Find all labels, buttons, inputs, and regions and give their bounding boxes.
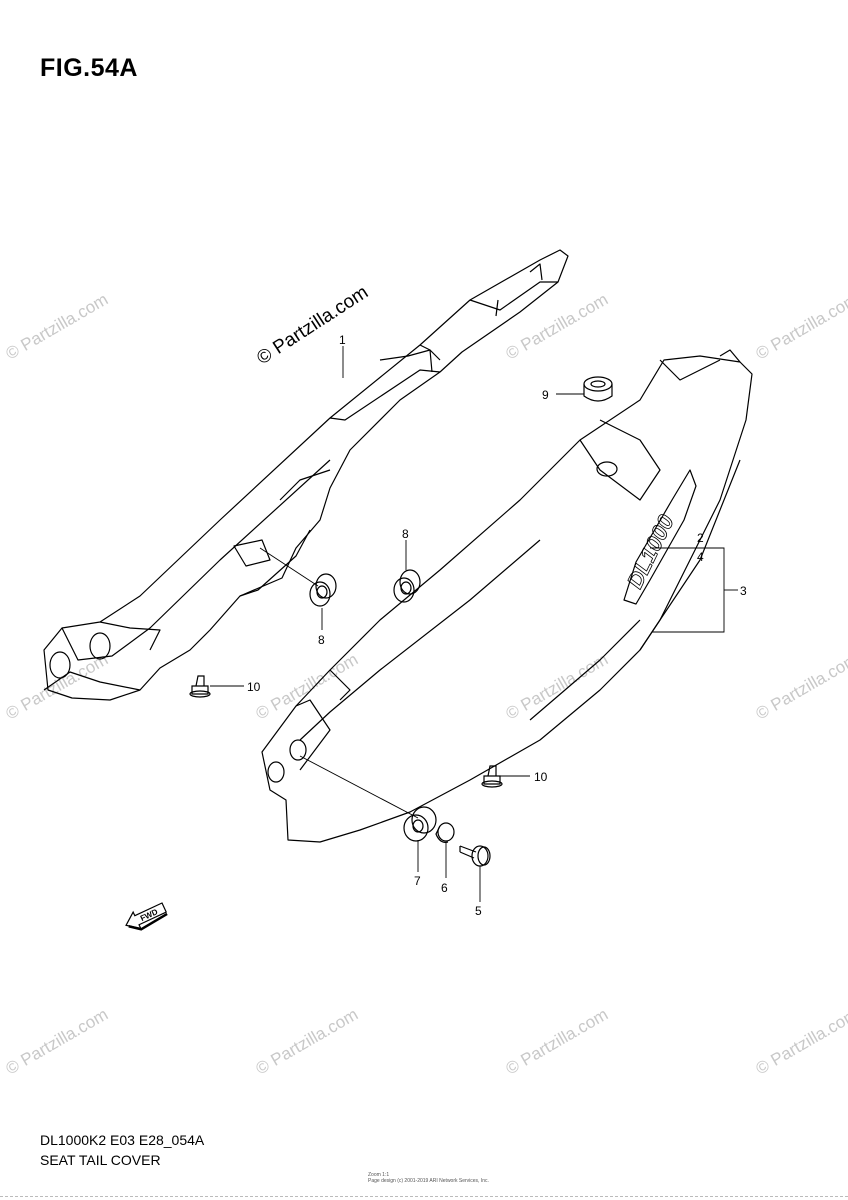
- callout-4: 4: [697, 550, 704, 564]
- callout-9: 9: [542, 388, 549, 402]
- watermark-text-main: © Partzilla.com: [253, 282, 372, 369]
- watermark-text: © Partzilla.com: [253, 1005, 362, 1079]
- leader-lines: [210, 346, 738, 902]
- watermark-text: © Partzilla.com: [503, 650, 612, 724]
- part-8-grommet: [393, 569, 421, 603]
- page-credit-copyright: Page design (c) 2001-2019 ARI Network Se…: [368, 1178, 489, 1184]
- part-10-clip: [189, 675, 211, 698]
- callout-7: 7: [414, 874, 421, 888]
- fwd-arrow-icon: FWD: [125, 902, 168, 931]
- part-5-bolt: [459, 845, 491, 867]
- part-8-grommet: [309, 573, 337, 607]
- callout-10-right: 10: [534, 770, 548, 784]
- part-7-grommet: [403, 806, 437, 842]
- callout-6: 6: [441, 881, 448, 895]
- watermarks: © Partzilla.com © Partzilla.com © Partzi…: [3, 282, 848, 1079]
- callout-1: 1: [339, 333, 346, 347]
- callout-10-left: 10: [247, 680, 261, 694]
- part-3-seat-tail-cover: DL1000: [261, 349, 753, 843]
- part-10-clip: [481, 765, 503, 788]
- page-credit-zoom: Zoom 1:1: [368, 1172, 390, 1178]
- part-1-seat-rail: [43, 249, 569, 701]
- page-border: [0, 1196, 848, 1197]
- page-credit: Zoom 1:1 Page design (c) 2001-2019 ARI N…: [368, 1172, 489, 1184]
- watermark-text: © Partzilla.com: [753, 290, 848, 364]
- watermark-text: © Partzilla.com: [503, 290, 612, 364]
- callout-3: 3: [740, 584, 747, 598]
- watermark-text: © Partzilla.com: [753, 650, 848, 724]
- figure-title: FIG.54A: [40, 54, 138, 82]
- part-6-collar: [435, 822, 455, 843]
- callout-5: 5: [475, 904, 482, 918]
- watermark-text: © Partzilla.com: [3, 650, 112, 724]
- diagram-name: SEAT TAIL COVER: [40, 1152, 161, 1168]
- callout-labels: 1 2 3 4 5 6 7 8 8 9 10 10: [247, 333, 747, 918]
- hardware-parts: [189, 376, 613, 867]
- diagram-code: DL1000K2 E03 E28_054A: [40, 1132, 205, 1148]
- callout-8-lower: 8: [318, 633, 325, 647]
- watermark-text: © Partzilla.com: [753, 1005, 848, 1079]
- callout-8-upper: 8: [402, 527, 409, 541]
- watermark-text: © Partzilla.com: [3, 290, 112, 364]
- part-9-grommet: [583, 376, 613, 402]
- callout-2: 2: [697, 531, 704, 545]
- watermark-text: © Partzilla.com: [253, 650, 362, 724]
- watermark-text: © Partzilla.com: [3, 1005, 112, 1079]
- watermark-text: © Partzilla.com: [503, 1005, 612, 1079]
